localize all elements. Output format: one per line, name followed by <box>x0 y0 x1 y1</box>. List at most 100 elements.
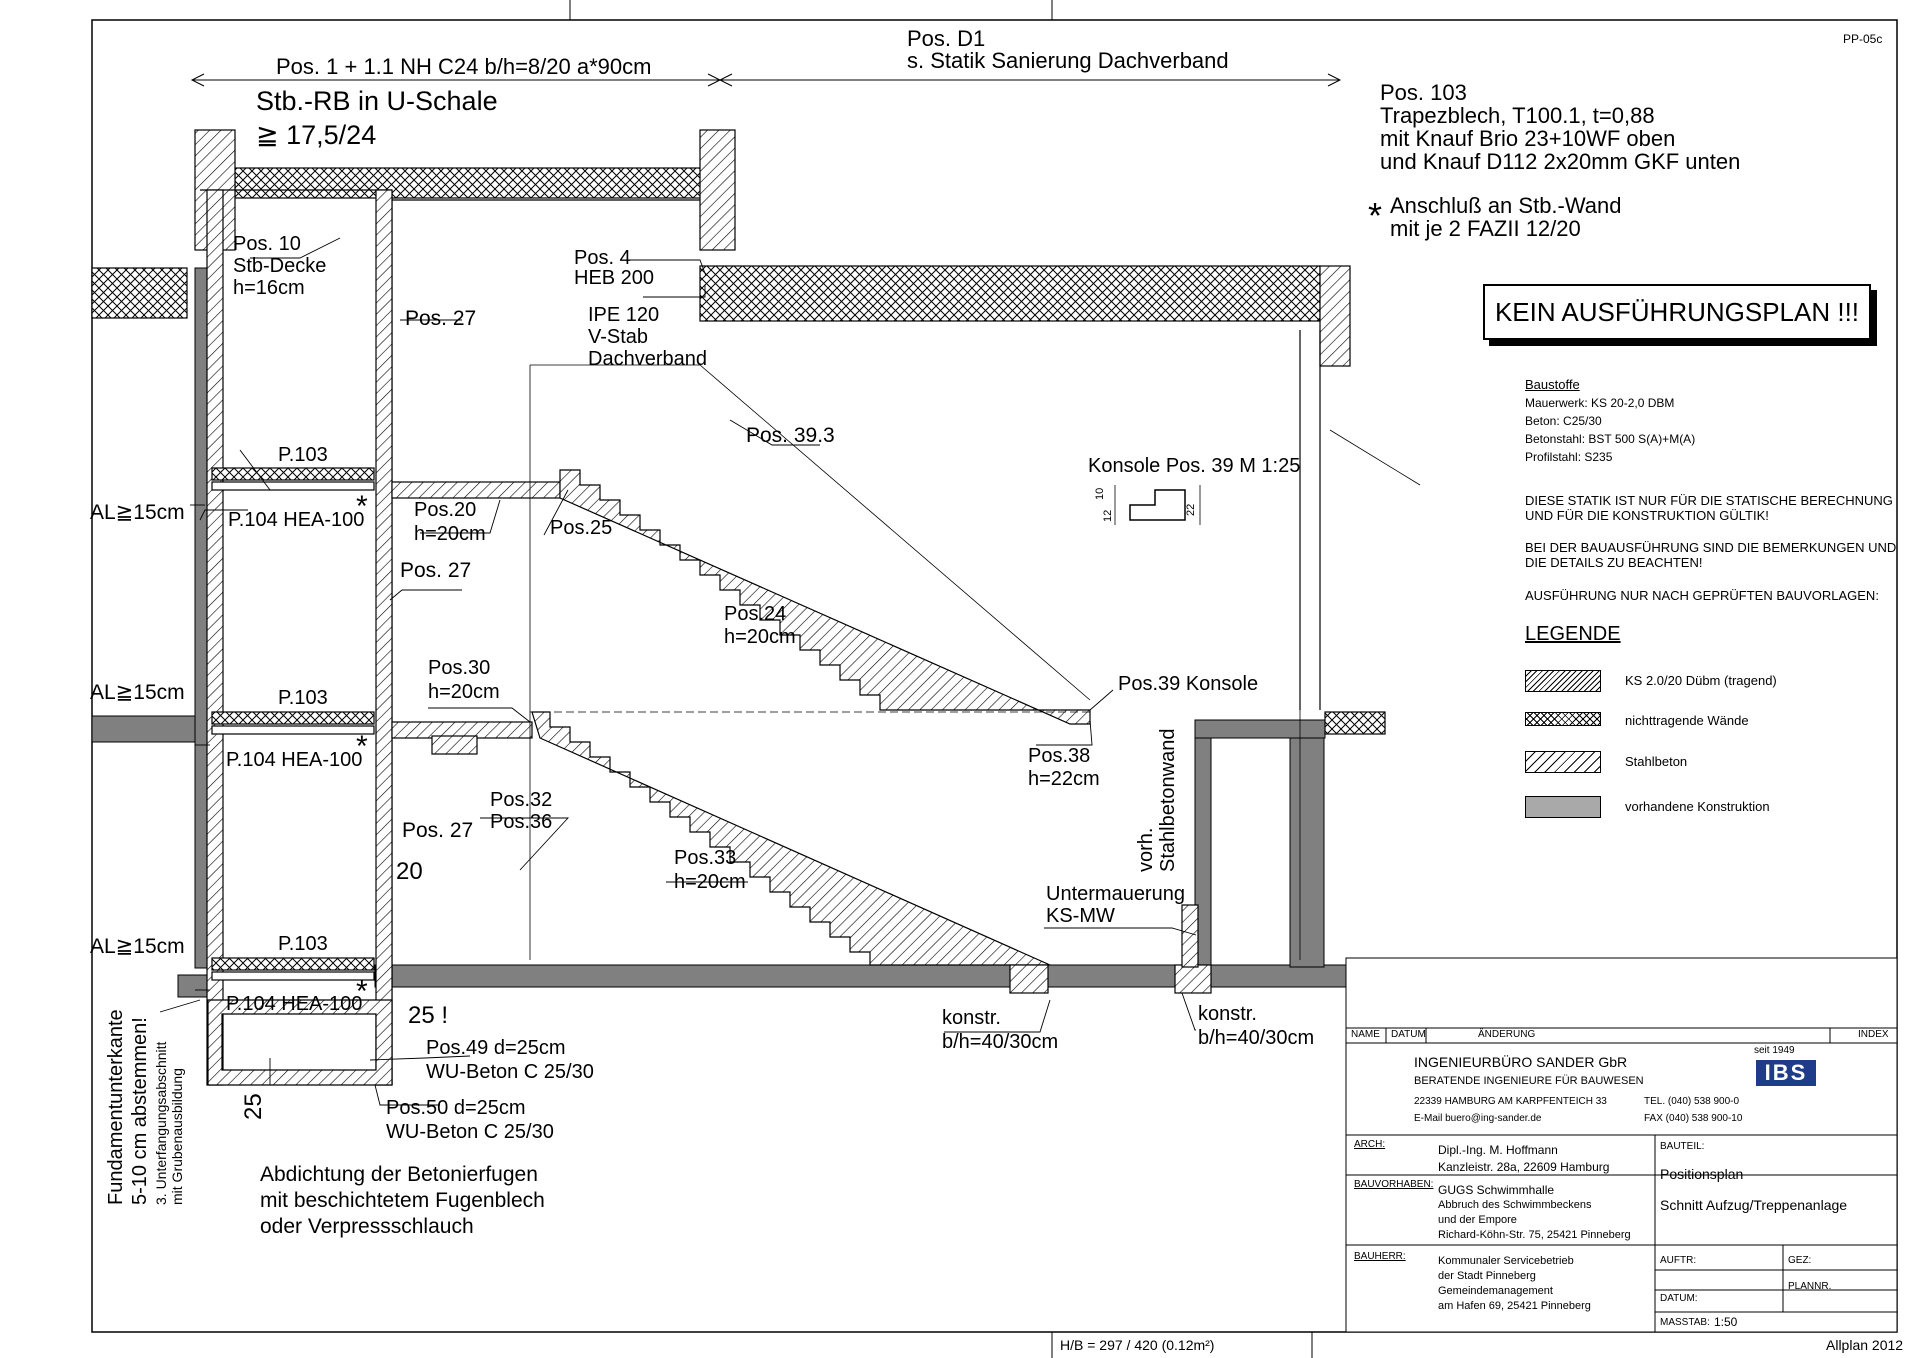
p103-label: P.103 <box>278 933 328 955</box>
arch-label: ARCH: <box>1354 1139 1386 1150</box>
star-marker: * <box>356 490 368 523</box>
bauvorhaben-line: Abbruch des Schwimmbeckens <box>1438 1199 1592 1211</box>
arch-line: Dipl.-Ing. M. Hoffmann <box>1438 1143 1558 1157</box>
pos33-label: h=20cm <box>674 871 746 893</box>
bauherr-line: der Stadt Pinneberg <box>1438 1270 1536 1282</box>
fundament-label: 5-10 cm abstemmen! <box>129 1017 151 1205</box>
tb-header-index: INDEX <box>1858 1029 1889 1040</box>
sheet-id: PP-05c <box>1843 32 1883 46</box>
pos10-label: Pos. 10 <box>233 233 301 255</box>
dim-25b: 25 <box>240 1093 267 1120</box>
pos30-label: h=20cm <box>428 681 500 703</box>
bauherr-line: Gemeindemanagement <box>1438 1285 1553 1297</box>
dim-25a: 25 ! <box>408 1002 449 1029</box>
legend-swatch-existing <box>1525 796 1601 818</box>
arch-line: Kanzleistr. 28a, 22609 Hamburg <box>1438 1160 1610 1174</box>
pos49-label: Pos.49 d=25cm <box>426 1037 566 1059</box>
note-line: UND FÜR DIE KONSTRUKTION GÜLTIK! <box>1525 508 1769 523</box>
star-marker: * <box>356 975 368 1008</box>
tb-header-name: NAME <box>1351 1029 1380 1040</box>
stbwand-label: vorh. <box>1135 827 1157 872</box>
p104-label: P.104 HEA-100 <box>226 993 363 1015</box>
legend-title: LEGENDE <box>1525 623 1621 645</box>
al-label: AL≧15cm <box>90 501 185 524</box>
stbrb-line2: ≧ 17,5/24 <box>256 120 377 150</box>
konsole-dim: 22 <box>1185 503 1197 516</box>
al-label: AL≧15cm <box>90 681 185 704</box>
pos20-label: h=20cm <box>414 523 486 545</box>
roof-slabs <box>91 129 1351 1085</box>
abdichtung-line: Abdichtung der Betonierfugen <box>260 1163 538 1186</box>
bauherr-line: am Hafen 69, 25421 Pinneberg <box>1438 1300 1591 1312</box>
pos38-label: h=22cm <box>1028 768 1100 790</box>
pos393-label: Pos. 39.3 <box>746 424 835 447</box>
pos50-label: Pos.50 d=25cm <box>386 1097 526 1119</box>
office-addr: 22339 HAMBURG AM KARPFENTEICH 33 <box>1414 1096 1607 1107</box>
bauvorhaben-line: und der Empore <box>1438 1214 1517 1226</box>
dim-20: 20 <box>396 858 423 885</box>
legend-swatch-ks <box>1525 670 1601 692</box>
konstr-label: b/h=40/30cm <box>942 1031 1059 1053</box>
legend-item: vorhandene Konstruktion <box>1625 799 1770 814</box>
note-line: BEI DER BAUAUSFÜHRUNG SIND DIE BEMERKUNG… <box>1525 540 1897 555</box>
abdichtung-line: oder Verpressschlauch <box>260 1215 474 1238</box>
baustoffe-line: Beton: C25/30 <box>1525 414 1602 428</box>
konsole-title: Konsole Pos. 39 M 1:25 <box>1088 455 1301 477</box>
konstr-label: konstr. <box>942 1007 1001 1029</box>
tb-header-datum: DATUM <box>1391 1029 1426 1040</box>
pos103-line: mit Knauf Brio 23+10WF oben <box>1380 126 1676 151</box>
pos27-label: Pos. 27 <box>402 819 474 842</box>
konstr-label: b/h=40/30cm <box>1198 1027 1315 1049</box>
baustoffe-line: Profilstahl: S235 <box>1525 450 1613 464</box>
note-line: DIE DETAILS ZU BEACHTEN! <box>1525 555 1703 570</box>
ipe-label: V-Stab <box>588 326 649 348</box>
warning-box: KEIN AUSFÜHRUNGSPLAN !!! <box>1483 284 1871 340</box>
bauteil-label: BAUTEIL: <box>1660 1141 1705 1152</box>
legend-item: nichttragende Wände <box>1625 713 1749 728</box>
legend-item: KS 2.0/20 Dübm (tragend) <box>1625 673 1777 688</box>
datum-label: DATUM: <box>1660 1293 1698 1304</box>
baustoffe-title: Baustoffe <box>1525 377 1580 392</box>
office-seit: seit 1949 <box>1754 1045 1795 1056</box>
p103-label: P.103 <box>278 444 328 466</box>
posD1-line1: Pos. D1 <box>907 26 986 51</box>
leader-lines <box>159 237 1197 1106</box>
note-line: AUSFÜHRUNG NUR NACH GEPRÜFTEN BAUVORLAGE… <box>1525 588 1879 603</box>
note-line: DIESE STATIK IST NUR FÜR DIE STATISCHE B… <box>1525 493 1893 508</box>
p104-label: P.104 HEA-100 <box>228 509 365 531</box>
stairs <box>391 469 1386 994</box>
konsole-detail <box>1114 485 1201 525</box>
office-email: E-Mail buero@ing-sander.de <box>1414 1113 1542 1124</box>
bauvorhaben-line: Richard-Köhn-Str. 75, 25421 Pinneberg <box>1438 1229 1631 1241</box>
baustoffe-line: Betonstahl: BST 500 S(A)+M(A) <box>1525 432 1696 446</box>
ipe-label: Dachverband <box>588 348 707 370</box>
konstr-label: konstr. <box>1198 1003 1257 1025</box>
stbwand-label: Stahlbetonwand <box>1157 728 1179 872</box>
untermauerung-label: Untermauerung <box>1046 883 1185 905</box>
ibs-logo-text: IBS <box>1764 1060 1808 1085</box>
al-label: AL≧15cm <box>90 935 185 958</box>
anschluss-star: * <box>1368 195 1383 236</box>
pos30-label: Pos.30 <box>428 657 491 679</box>
pos27-label: Pos. 27 <box>405 307 477 330</box>
pos24-label: Pos.24 <box>724 603 787 625</box>
pos10-label: h=16cm <box>233 277 305 299</box>
bauherr-label: BAUHERR: <box>1354 1251 1406 1262</box>
untermauerung-label: KS-MW <box>1046 905 1115 927</box>
plannr-label: PLANNR. <box>1788 1281 1832 1292</box>
star-marker: * <box>356 730 368 763</box>
bauvorhaben-line: GUGS Schwimmhalle <box>1438 1183 1555 1197</box>
pos20-label: Pos.20 <box>414 499 477 521</box>
office-tel: TEL. (040) 538 900-0 <box>1644 1096 1740 1107</box>
bauvorhaben-label: BAUVORHABEN: <box>1354 1179 1434 1190</box>
legend-swatch-stb <box>1525 751 1601 773</box>
pos33-label: Pos.33 <box>674 847 737 869</box>
pos25-label: Pos.25 <box>550 517 613 539</box>
gez-label: GEZ: <box>1788 1255 1812 1266</box>
fundament-label: mit Grubenausbildung <box>169 1068 185 1205</box>
pos32-label: Pos.32 <box>490 789 553 811</box>
konsole-dim: 10 <box>1094 487 1106 500</box>
title-block-lines <box>1345 957 1898 1333</box>
software-label: Allplan 2012 <box>1826 1337 1904 1353</box>
